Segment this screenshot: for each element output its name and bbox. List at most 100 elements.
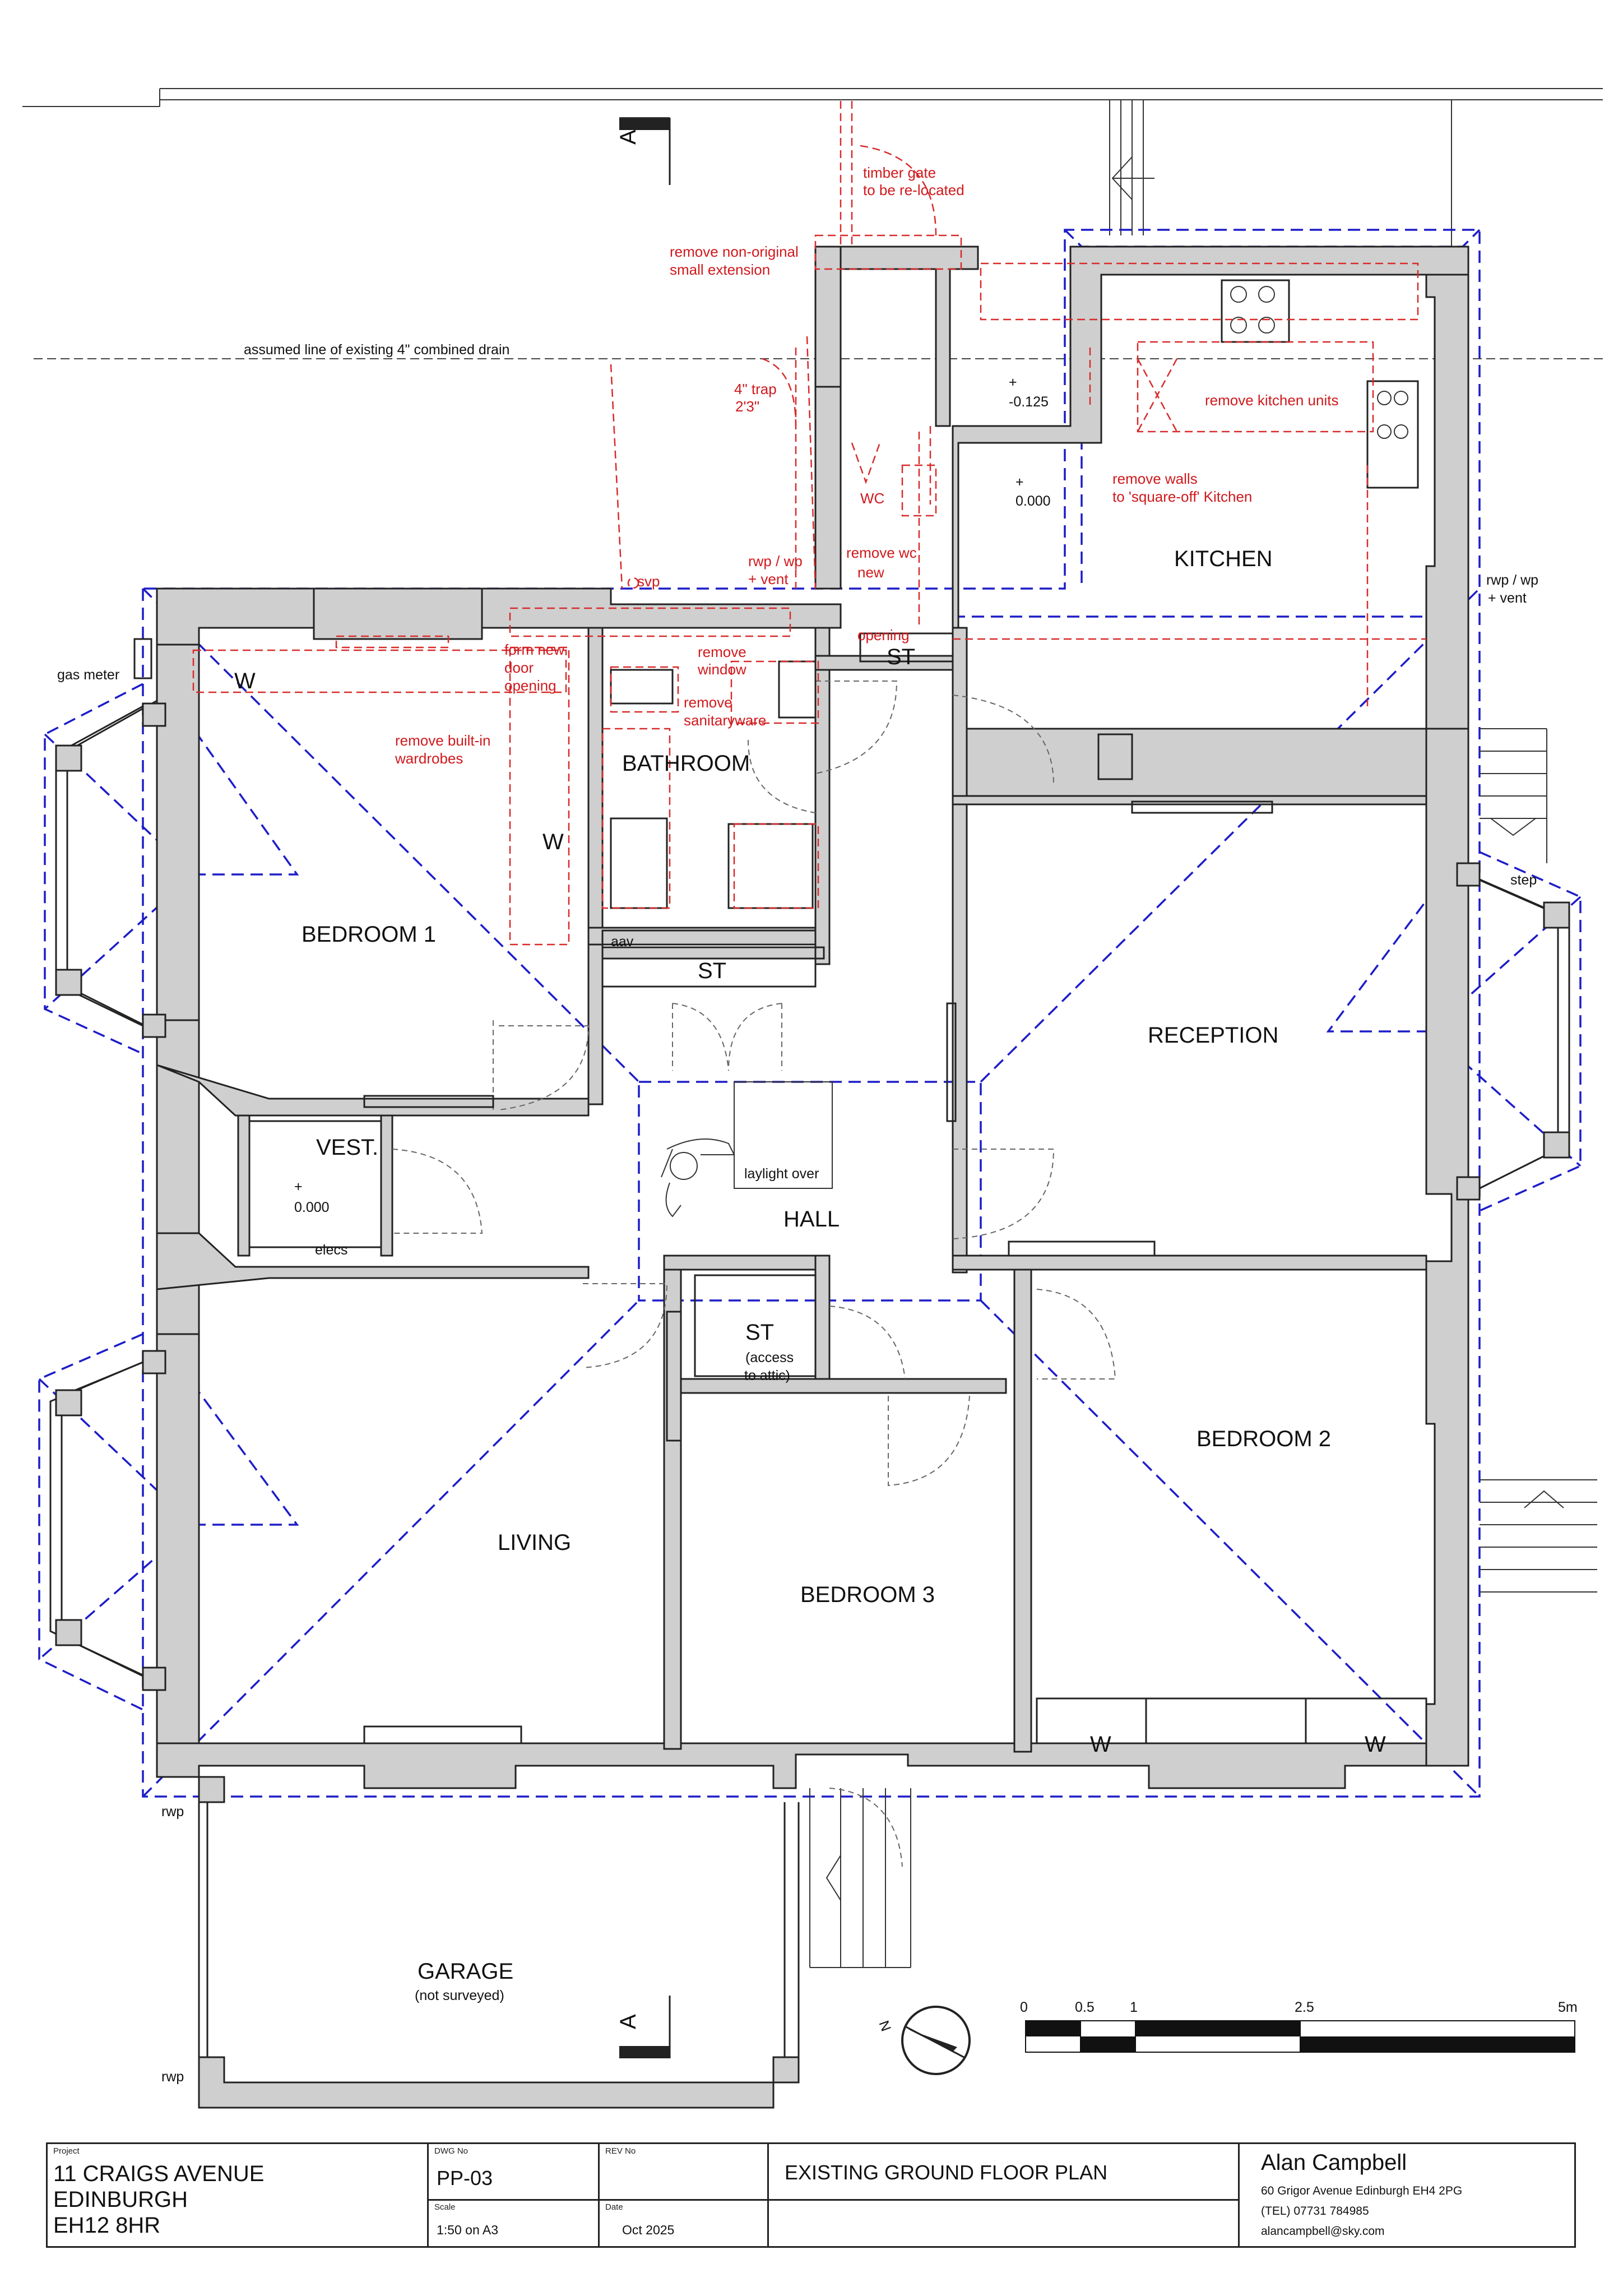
note-remove-wardrobes: remove built-in <box>395 732 491 749</box>
note-remove-wardrobes-2: wardrobes <box>395 750 463 767</box>
note-form-door-3: opening <box>504 677 557 694</box>
level-kitchen: 0.000 <box>1015 493 1051 509</box>
note-new-opening-2: opening <box>857 627 910 644</box>
label-drain: assumed line of existing 4" combined dra… <box>244 342 509 358</box>
scale-caption: Scale <box>434 2202 456 2212</box>
label-rwp-2: rwp <box>161 2069 184 2085</box>
date-value: Oct 2025 <box>622 2223 675 2237</box>
room-store-kitchen: ST <box>887 645 915 669</box>
garage <box>198 1776 911 2109</box>
doors <box>392 681 1116 1867</box>
label-laylight: laylight over <box>744 1166 819 1182</box>
room-labels: KITCHEN BATHROOM BEDROOM 1 RECEPTION HAL… <box>234 490 1386 2003</box>
section-label-bottom: A <box>616 2014 641 2029</box>
front-steps <box>809 1788 911 1968</box>
scale-bar-tick-label: 0 <box>1020 1999 1028 2015</box>
note-remove-wc: remove wc <box>846 544 917 561</box>
north-label: N <box>875 2019 893 2034</box>
scale-bar-segment <box>1081 2036 1135 2052</box>
room-bedroom-1: BEDROOM 1 <box>302 922 436 947</box>
note-trap-2: 2'3" <box>735 398 759 415</box>
section-marker-top <box>619 117 671 185</box>
note-remove-extension-2: small extension <box>670 261 770 278</box>
label-elecs: elecs <box>315 1242 347 1258</box>
roof-outline <box>38 229 1582 1798</box>
project-line-2: EDINBURGH <box>53 2187 188 2212</box>
note-remove-sanitaryware-2: sanitaryware <box>684 712 766 729</box>
label-aav: aav <box>611 934 634 950</box>
person-icon <box>661 1138 735 1218</box>
level-vest: 0.000 <box>294 1200 330 1215</box>
label-rwp-vent: + vent <box>1488 590 1527 606</box>
room-bedroom-3: BEDROOM 3 <box>800 1582 935 1607</box>
note-rwp-2: + vent <box>748 571 789 587</box>
room-hall: HALL <box>783 1207 840 1232</box>
label-step: step <box>1510 872 1537 888</box>
label-rwp-wp: rwp / wp <box>1486 572 1538 588</box>
scale-bar-tick-label: 5m <box>1558 1999 1578 2015</box>
section-marker-bottom <box>619 1996 671 2058</box>
note-rwp: rwp / wp <box>748 553 803 570</box>
level-plus-vest: + <box>294 1179 303 1195</box>
level-plus-kitchen-ext: + <box>1009 374 1017 390</box>
scale-bar: 0 0.5 1 2.5 5m <box>1020 1999 1578 2053</box>
bay-windows <box>49 700 1570 1691</box>
note-remove-window-2: window <box>697 661 746 678</box>
dwg-cell: DWG No PP-03 Scale 1:50 on A3 <box>429 2144 600 2246</box>
scale-bar-segment <box>1026 2021 1081 2036</box>
section-label-top: A <box>616 129 641 145</box>
architect-email: alancampbell@sky.com <box>1261 2225 1385 2238</box>
room-store-bathroom: ST <box>698 959 726 983</box>
room-garage: GARAGE <box>418 1959 513 1984</box>
wardrobe-label-3: W <box>1090 1732 1111 1757</box>
room-reception: RECEPTION <box>1148 1023 1278 1048</box>
north-arrow <box>901 2006 971 2075</box>
drawing-title-cell: EXISTING GROUND FLOOR PLAN <box>769 2144 1240 2246</box>
scale-bar-outline <box>1300 2020 1575 2053</box>
scale-bar-tick-label: 2.5 <box>1295 1999 1314 2015</box>
note-trap: 4" trap <box>734 381 777 397</box>
project-line-3: EH12 8HR <box>53 2213 161 2238</box>
note-remove-kitchen-units: remove kitchen units <box>1205 392 1338 409</box>
architect-name: Alan Campbell <box>1261 2150 1407 2175</box>
scale-bar-segment <box>1135 2021 1300 2036</box>
proposal-notes: timber gate to be re-located remove non-… <box>395 164 1338 767</box>
note-remove-walls: remove walls <box>1112 470 1198 487</box>
note-remove-extension: remove non-original <box>670 243 799 260</box>
room-bedroom-2: BEDROOM 2 <box>1197 1427 1331 1451</box>
room-living: LIVING <box>498 1530 571 1555</box>
architect-cell: Alan Campbell 60 Grigor Avenue Edinburgh… <box>1240 2144 1574 2246</box>
room-vest: VEST. <box>316 1135 378 1160</box>
note-form-door-2: door <box>504 659 534 676</box>
scale-bar-tick-label: 0.5 <box>1075 1999 1095 2015</box>
store-attic-note-1: (access <box>745 1350 794 1365</box>
scale-value: 1:50 on A3 <box>437 2223 498 2237</box>
wardrobe-label-2: W <box>542 830 564 854</box>
room-wc: WC <box>860 490 884 507</box>
garage-note: (not surveyed) <box>415 1988 504 2003</box>
proposal-markup <box>192 101 1426 946</box>
architect-tel: (TEL) 07731 784985 <box>1261 2205 1369 2218</box>
fixtures <box>133 279 1597 1744</box>
scale-bar-tick-label: 1 <box>1130 1999 1138 2015</box>
date-caption: Date <box>605 2202 623 2212</box>
note-timber-gate: timber gate <box>863 164 936 181</box>
note-remove-sanitaryware: remove <box>684 694 732 711</box>
store-attic-note-2: to attic) <box>744 1368 790 1383</box>
room-kitchen: KITCHEN <box>1174 547 1273 571</box>
room-store-attic: ST <box>745 1320 774 1345</box>
rev-cell: REV No Date Oct 2025 <box>600 2144 769 2246</box>
wardrobe-label-4: W <box>1365 1732 1386 1757</box>
rev-caption: REV No <box>605 2146 636 2156</box>
note-form-door: form new <box>504 641 564 658</box>
external-walls <box>156 246 1469 1789</box>
note-timber-gate-2: to be re-located <box>863 182 964 198</box>
note-remove-walls-2: to 'square-off' Kitchen <box>1112 488 1252 505</box>
note-svp: svp <box>637 573 660 590</box>
note-remove-window: remove <box>698 644 746 660</box>
label-gas-meter: gas meter <box>57 667 119 683</box>
project-cell: Project 11 CRAIGS AVENUE EDINBURGH EH12 … <box>48 2144 429 2246</box>
room-bathroom: BATHROOM <box>622 751 750 776</box>
floor-plan: 0 0.5 1 2.5 5m KITCHEN BATHROOM BEDROOM 1 RE… <box>22 88 1603 2109</box>
title-block: Project 11 CRAIGS AVENUE EDINBURGH EH12 … <box>46 2142 1576 2248</box>
